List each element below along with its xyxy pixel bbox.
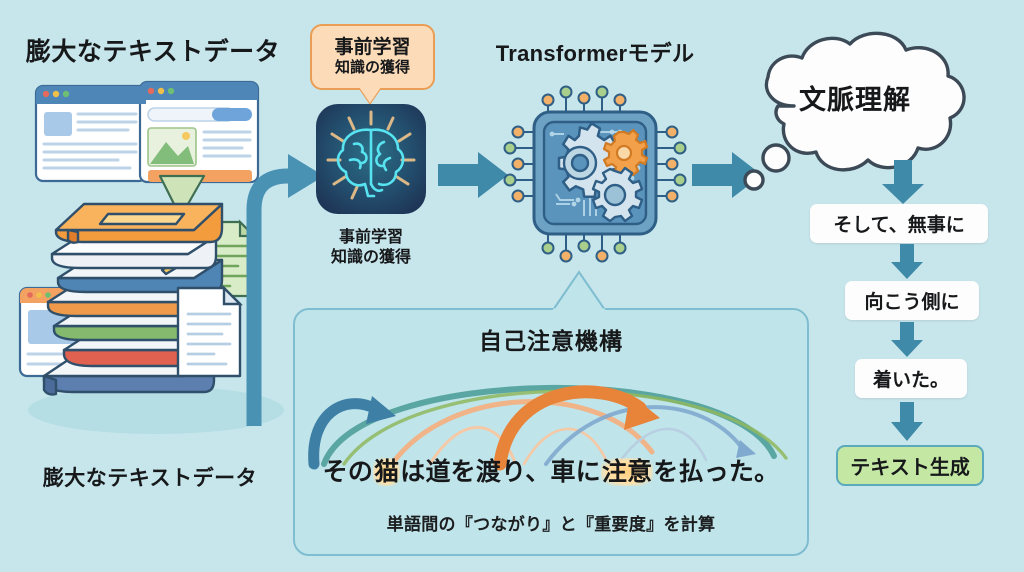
callout-line2: 知識の獲得 [334, 58, 410, 76]
attention-caption: 単語間の『つながり』と『重要度』を計算 [386, 515, 716, 534]
arrow-step3-to-output-icon [890, 402, 924, 442]
sentence-highlight-chui: 注意 [600, 458, 654, 486]
transformer-title: Transformerモデル [495, 41, 695, 66]
output-step-2: 向こう側に [845, 281, 979, 320]
arrow-bubble-to-step1-icon [880, 160, 926, 206]
page-title-left: 膨大なテキストデータ [25, 38, 281, 66]
triangle-pointer-icon [545, 268, 615, 312]
pretraining-callout: 事前学習 知識の獲得 [310, 24, 435, 90]
curved-arrow-books-to-brain [196, 130, 328, 430]
attention-sentence: その猫は道を渡り、車に注意を払った。 [293, 452, 809, 488]
attention-title: 自己注意機構 [479, 328, 623, 354]
books-caption: 膨大なテキストデータ [42, 467, 258, 490]
arrow-step1-to-step2-icon [890, 244, 924, 280]
output-step-3: 着いた。 [855, 359, 967, 398]
sentence-highlight-neko: 猫 [373, 458, 401, 486]
sentence-part-0: その [322, 458, 374, 486]
attention-arcs [300, 360, 802, 471]
text-generation-badge: テキスト生成 [836, 445, 984, 486]
callout-line1: 事前学習 [334, 37, 411, 59]
arrow-chip-to-bubble-icon [692, 148, 770, 202]
brain-caption-line2: 知識の獲得 [330, 249, 411, 267]
thought-bubble-icon [722, 28, 992, 213]
sentence-part-2: は道を渡り、車に [400, 458, 601, 486]
output-step-1: そして、無事に [810, 204, 988, 243]
brain-icon [316, 104, 426, 214]
arrow-brain-to-chip-icon [438, 148, 516, 202]
brain-caption: 事前学習 知識の獲得 [304, 228, 438, 269]
callout-tail-icon [359, 87, 381, 103]
book-stack-illustration [8, 80, 293, 460]
bubble-text: 文脈理解 [799, 85, 911, 115]
brain-caption-line1: 事前学習 [338, 229, 403, 246]
cpu-chip-gears-icon [500, 82, 690, 264]
sentence-part-4: を払った。 [653, 458, 780, 486]
arrow-step2-to-step3-icon [890, 322, 924, 358]
